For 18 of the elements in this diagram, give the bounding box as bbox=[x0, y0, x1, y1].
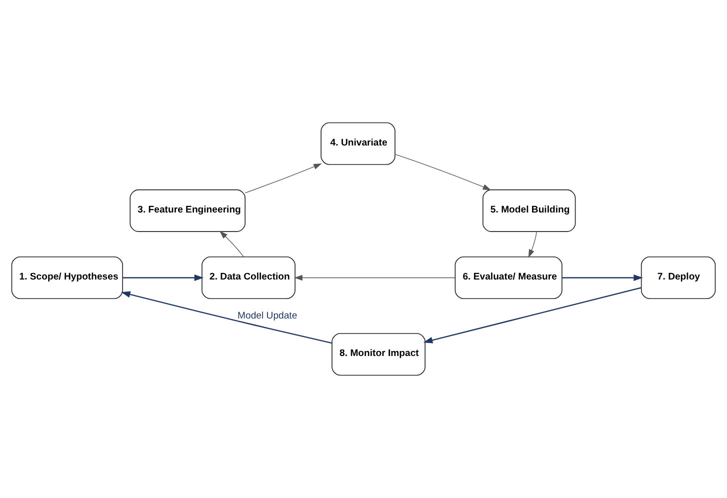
edge-label: Model Update bbox=[238, 310, 298, 322]
arrow bbox=[120, 291, 332, 344]
node-box: 2. Data Collection bbox=[202, 256, 296, 300]
arrow bbox=[294, 274, 456, 281]
arrow bbox=[220, 230, 244, 258]
arrow bbox=[394, 154, 492, 190]
arrow bbox=[122, 274, 204, 281]
arrow bbox=[423, 287, 642, 344]
node-box: 4. Univariate bbox=[320, 122, 396, 165]
arrow bbox=[528, 231, 537, 258]
node-box: 6. Evaluate/ Measure bbox=[454, 256, 562, 300]
node-box: 1. Scope/ Hypotheses bbox=[11, 256, 124, 300]
node-box: 5. Model Building bbox=[482, 189, 576, 232]
arrow bbox=[562, 274, 643, 281]
node-box: 8. Monitor Impact bbox=[332, 333, 426, 376]
arrow bbox=[244, 164, 322, 194]
node-box: 7. Deploy bbox=[640, 256, 716, 300]
node-box: 3. Feature Engineering bbox=[130, 189, 246, 232]
